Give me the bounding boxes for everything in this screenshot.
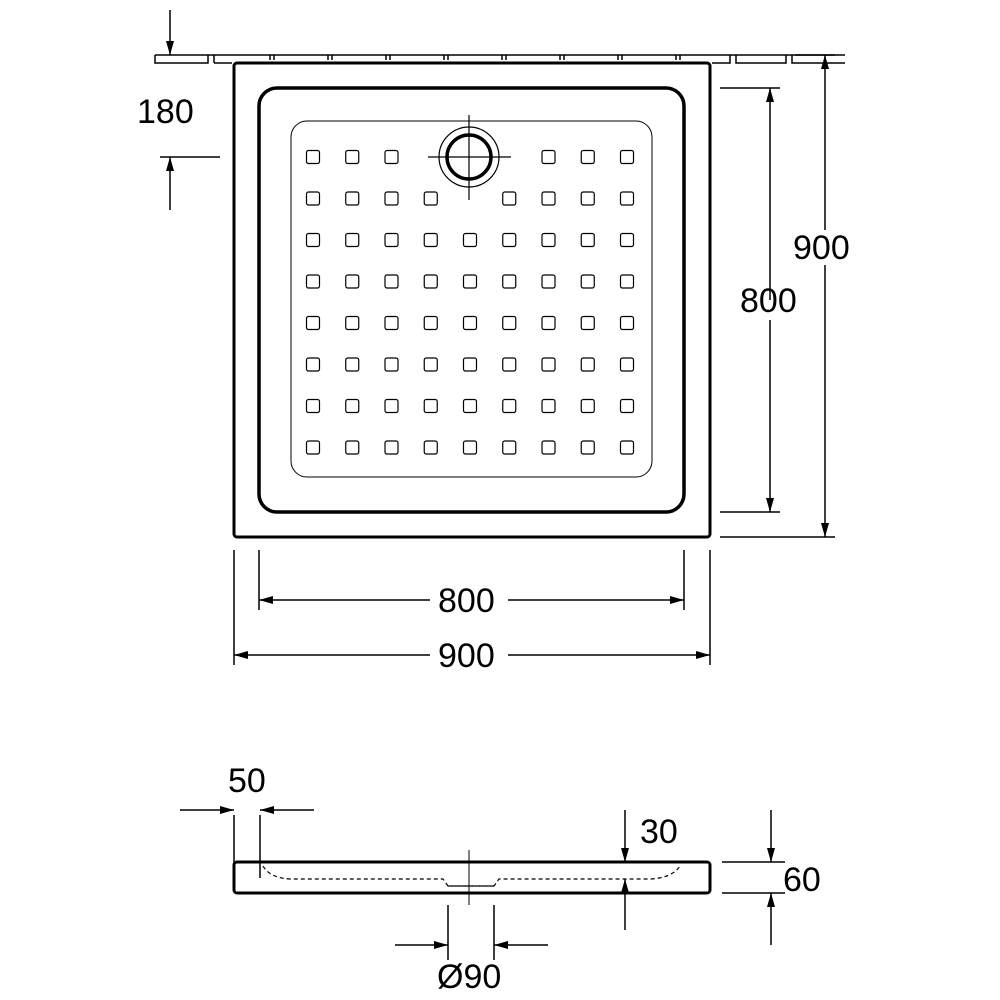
anti-slip-square <box>345 398 360 414</box>
anti-slip-square <box>423 440 438 455</box>
anti-slip-square <box>580 440 595 455</box>
anti-slip-square <box>462 357 478 372</box>
wall-strip <box>154 54 845 64</box>
anti-slip-square <box>502 398 517 414</box>
anti-slip-square <box>305 440 321 455</box>
tray-profile <box>232 860 712 895</box>
anti-slip-square <box>580 191 595 206</box>
anti-slip-square <box>305 315 321 331</box>
anti-slip-square <box>462 440 478 455</box>
tray-outer-edge <box>232 61 712 539</box>
side-dimensions <box>180 806 785 960</box>
anti-slip-square <box>305 357 321 372</box>
basin-hidden-line <box>262 865 681 887</box>
anti-slip-square <box>462 274 478 289</box>
anti-slip-square <box>541 191 556 206</box>
plan-dimensions <box>160 10 835 665</box>
anti-slip-square <box>502 357 517 372</box>
anti-slip-square <box>462 232 478 248</box>
dim-drain-label: Ø90 <box>437 958 501 996</box>
anti-slip-area <box>290 120 653 478</box>
anti-slip-square <box>384 149 399 165</box>
anti-slip-square <box>345 315 360 331</box>
anti-slip-square <box>305 274 321 289</box>
dim-inner-height-label: 800 <box>740 282 797 320</box>
anti-slip-square <box>423 232 438 248</box>
anti-slip-square <box>423 398 438 414</box>
anti-slip-square <box>502 191 517 206</box>
dim-inner-width-label: 800 <box>438 582 495 620</box>
anti-slip-square <box>541 357 556 372</box>
drain-icon <box>428 115 511 200</box>
anti-slip-square <box>541 398 556 414</box>
anti-slip-square <box>619 274 635 289</box>
anti-slip-square <box>619 357 635 372</box>
anti-slip-square <box>305 232 321 248</box>
anti-slip-square <box>541 440 556 455</box>
anti-slip-square <box>345 440 360 455</box>
anti-slip-square <box>619 398 635 414</box>
anti-slip-square <box>580 357 595 372</box>
dim-height-label: 60 <box>783 861 821 899</box>
dim-rim-offset-label: 180 <box>137 93 194 131</box>
anti-slip-square <box>580 274 595 289</box>
anti-slip-square <box>541 149 556 165</box>
anti-slip-square <box>345 357 360 372</box>
anti-slip-square <box>541 315 556 331</box>
anti-slip-square <box>345 149 360 165</box>
dim-depth-label: 30 <box>640 813 678 851</box>
side-view <box>232 850 712 905</box>
anti-slip-square <box>580 232 595 248</box>
anti-slip-square <box>619 191 635 206</box>
dim-rim-width-label: 50 <box>228 762 266 800</box>
dim-outer-width-label: 900 <box>438 637 495 675</box>
dim-outer-height-label: 900 <box>793 229 850 267</box>
anti-slip-square <box>502 440 517 455</box>
anti-slip-square <box>345 191 360 206</box>
tray-basin-edge <box>257 86 686 514</box>
plan-view <box>232 61 712 539</box>
anti-slip-square <box>580 398 595 414</box>
anti-slip-square <box>305 191 321 206</box>
anti-slip-square <box>619 315 635 331</box>
anti-slip-square <box>345 232 360 248</box>
anti-slip-grid <box>305 149 635 455</box>
anti-slip-square <box>462 398 478 414</box>
anti-slip-square <box>384 191 399 206</box>
anti-slip-square <box>423 274 438 289</box>
anti-slip-square <box>462 315 478 331</box>
anti-slip-square <box>384 440 399 455</box>
anti-slip-square <box>384 274 399 289</box>
anti-slip-square <box>423 315 438 331</box>
anti-slip-square <box>384 315 399 331</box>
anti-slip-square <box>580 315 595 331</box>
anti-slip-square <box>619 232 635 248</box>
anti-slip-square <box>541 232 556 248</box>
anti-slip-square <box>384 357 399 372</box>
anti-slip-square <box>345 274 360 289</box>
anti-slip-square <box>580 149 595 165</box>
anti-slip-square <box>502 274 517 289</box>
anti-slip-square <box>384 398 399 414</box>
anti-slip-square <box>502 232 517 248</box>
anti-slip-square <box>384 232 399 248</box>
anti-slip-square <box>305 398 321 414</box>
anti-slip-square <box>305 149 321 165</box>
anti-slip-square <box>423 357 438 372</box>
anti-slip-square <box>541 274 556 289</box>
anti-slip-square <box>502 315 517 331</box>
anti-slip-square <box>619 440 635 455</box>
anti-slip-square <box>619 149 635 165</box>
anti-slip-square <box>423 191 438 206</box>
